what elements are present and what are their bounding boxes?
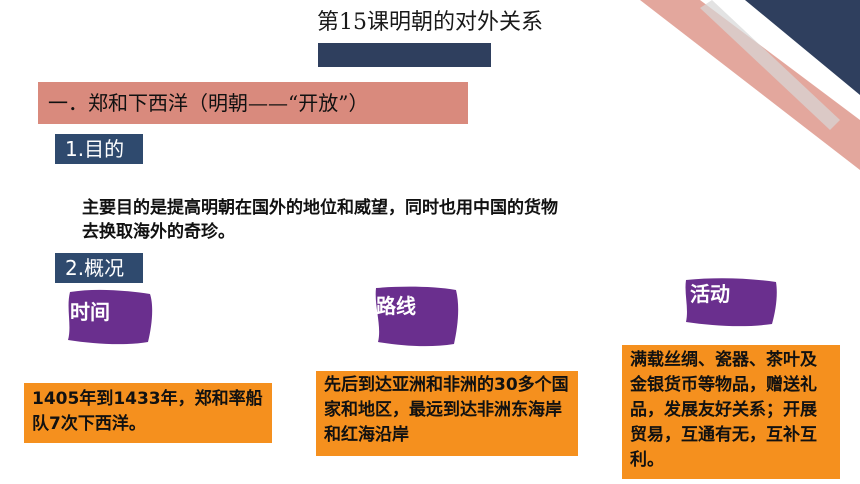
purpose-text-line-2: 去换取海外的奇珍。 (82, 222, 235, 242)
section-header: 一．郑和下西洋（明朝——“开放”） (38, 82, 468, 124)
slide-title: 第15课明朝的对外关系 (317, 10, 543, 35)
purpose-text-line-1: 主要目的是提高明朝在国外的地位和威望，同时也用中国的货物 (82, 198, 558, 218)
activity-info-box: 满载丝绸、瓷器、茶叶及金银货币等物品，赠送礼品，发展友好关系；开展贸易，互通有无… (622, 345, 840, 479)
route-info-box: 先后到达亚洲和非洲的30多个国家和地区，最远到达非洲东海岸和红海沿岸 (316, 371, 578, 456)
brush-stroke-icon (68, 289, 153, 345)
time-info-box: 1405年到1433年，郑和率船队7次下西洋。 (24, 383, 272, 443)
brush-stroke-icon (685, 278, 777, 327)
category-activity-badge: 活动 (682, 276, 780, 328)
title-underline-bar (318, 43, 491, 67)
purpose-label: 1.目的 (55, 134, 143, 164)
category-time-badge: 时间 (64, 286, 156, 348)
brush-stroke-icon (375, 286, 459, 347)
purpose-text: 主要目的是提高明朝在国外的地位和威望，同时也用中国的货物 去换取海外的奇珍。 (82, 196, 722, 244)
category-route-label: 路线 (376, 294, 416, 318)
category-activity-label: 活动 (690, 282, 730, 306)
overview-label: 2.概况 (55, 253, 143, 283)
category-route-badge: 路线 (372, 284, 462, 350)
category-time-label: 时间 (70, 300, 110, 324)
